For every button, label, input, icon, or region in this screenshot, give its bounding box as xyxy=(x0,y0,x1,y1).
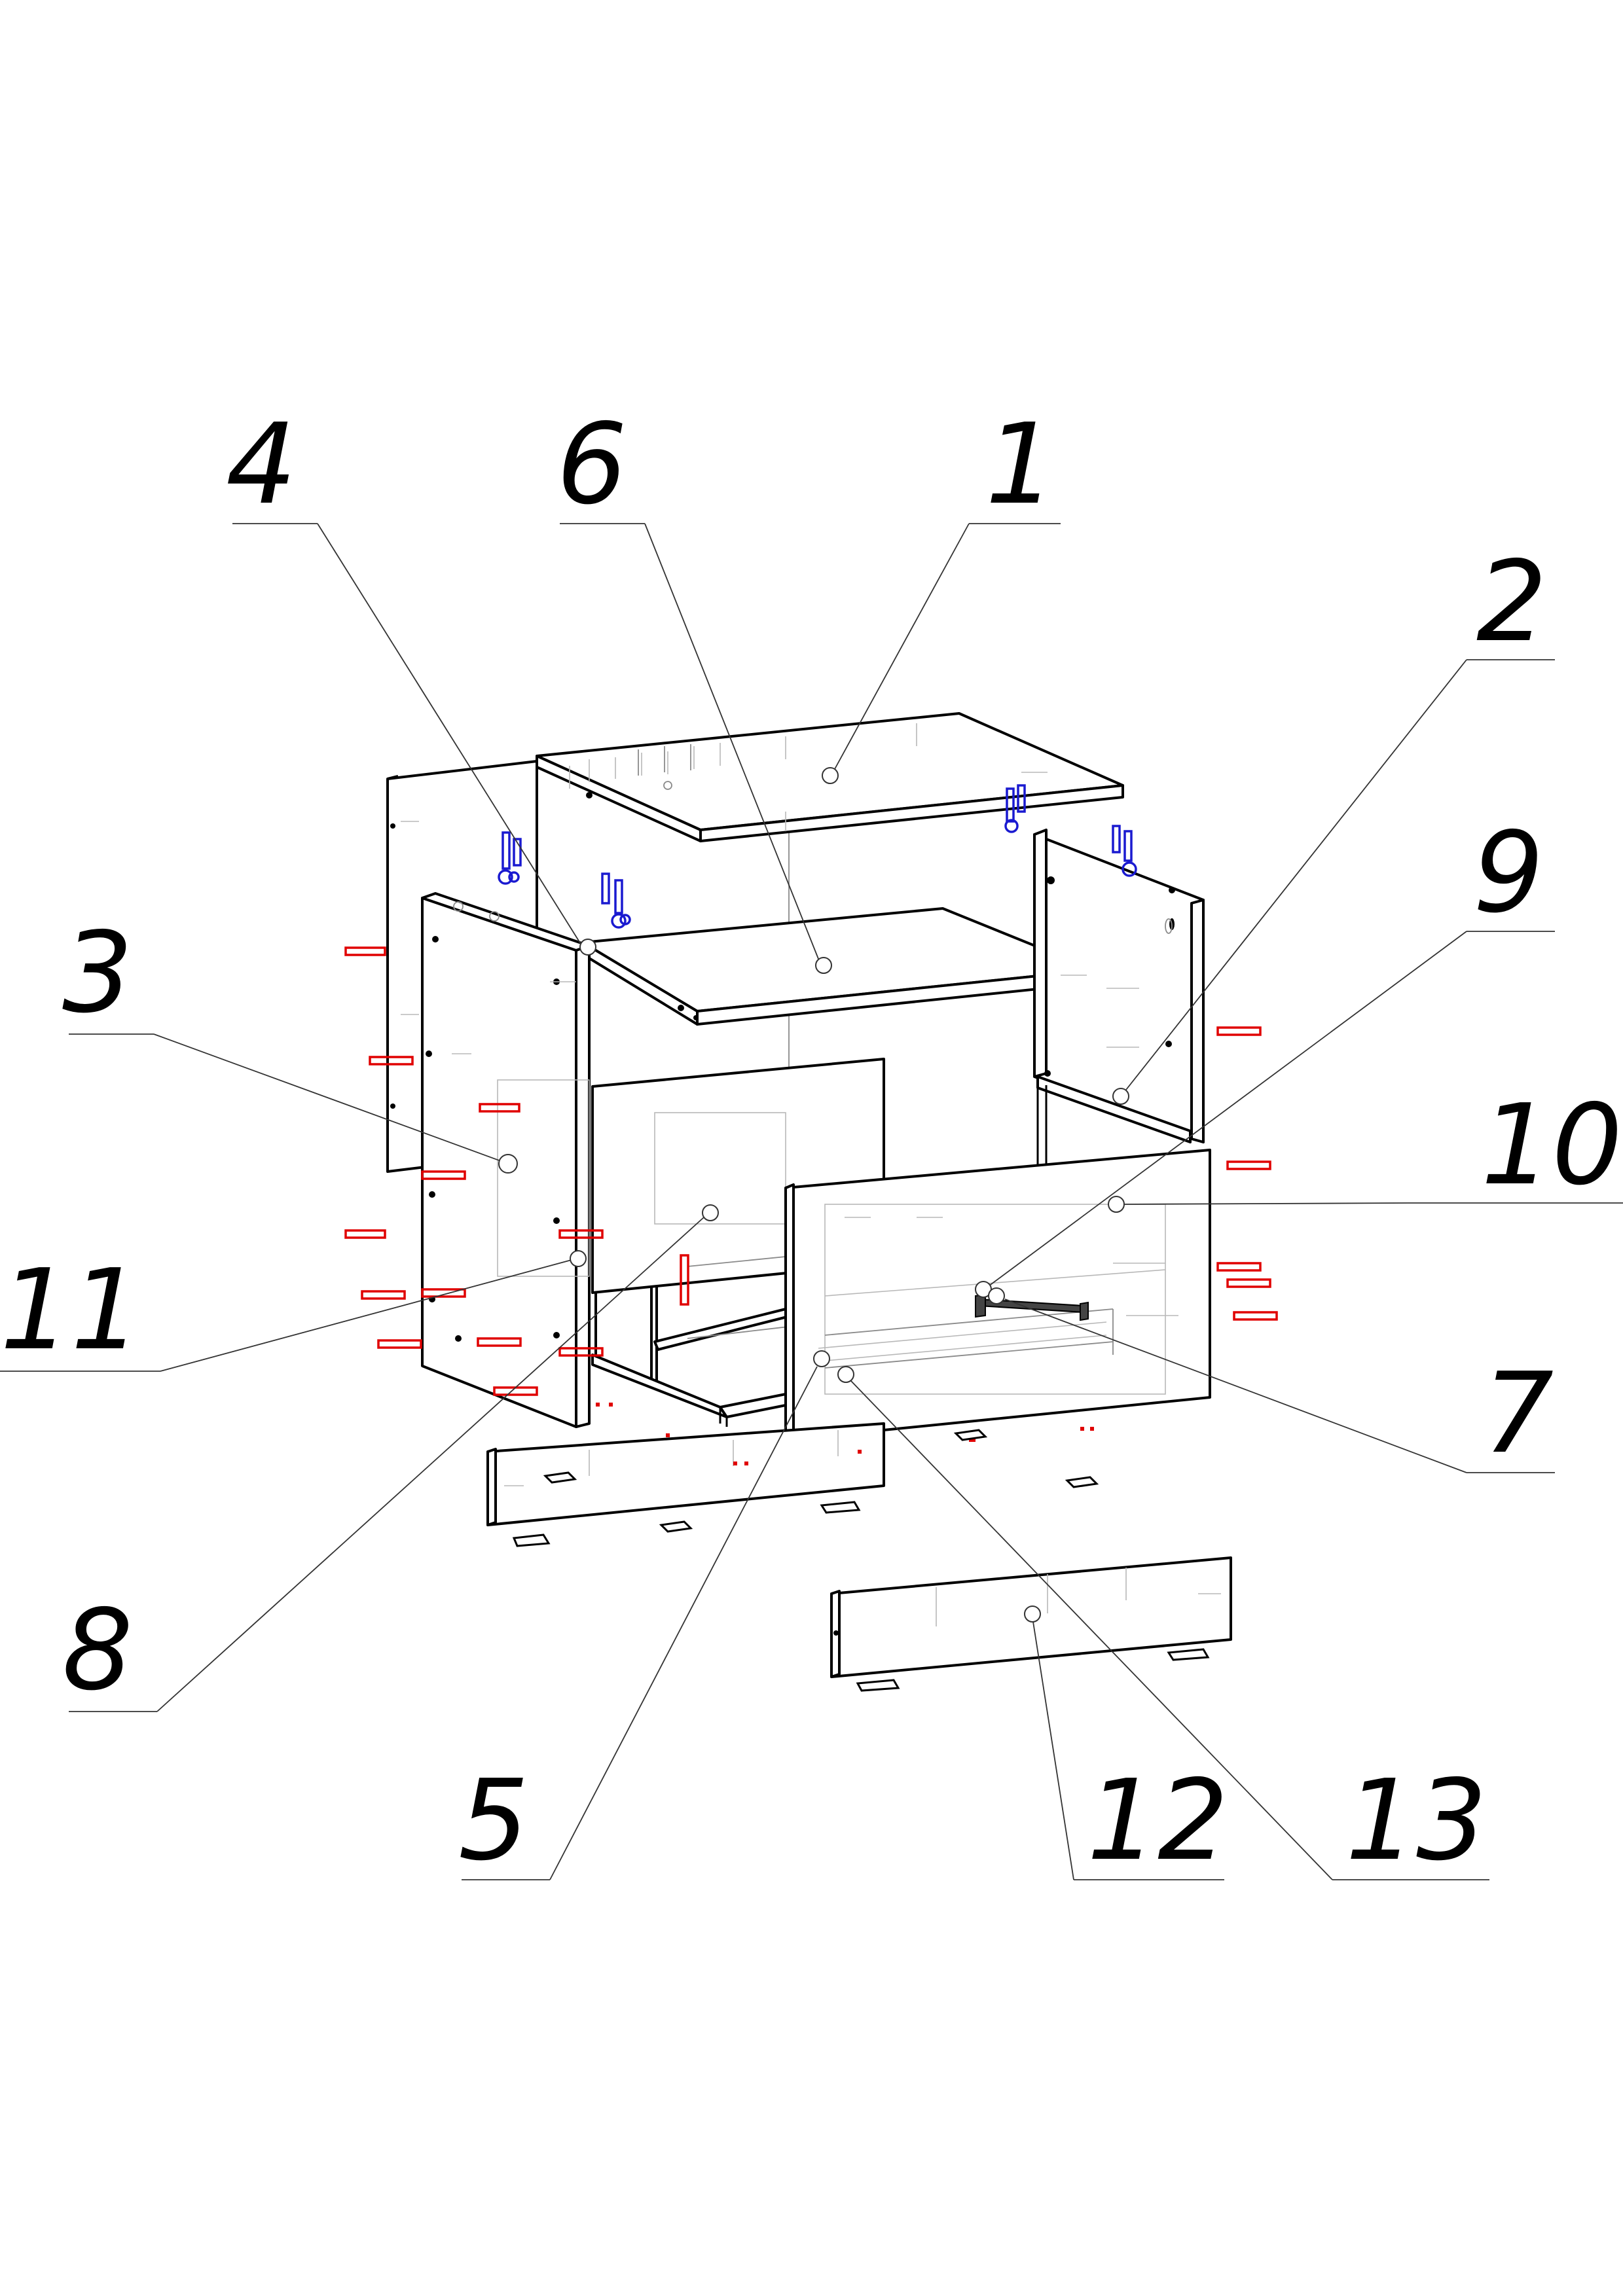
callout-label-6: 6 xyxy=(556,400,627,529)
callout-label-13: 13 xyxy=(1345,1756,1487,1886)
callout-label-7: 7 xyxy=(1483,1349,1554,1479)
callout-8-leader xyxy=(69,1204,719,1712)
callout-label-4: 4 xyxy=(226,400,297,529)
callout-label-11: 11 xyxy=(0,1246,141,1375)
callout-label-9: 9 xyxy=(1473,808,1544,938)
callout-1-leader xyxy=(822,523,1061,784)
callout-label-12: 12 xyxy=(1087,1756,1228,1886)
right-side-panel xyxy=(1033,829,1205,1143)
callout-13-leader xyxy=(837,1366,1489,1880)
shelf-panel xyxy=(581,907,1096,1026)
drawer-handle xyxy=(975,1293,1089,1321)
dowel-pin-group xyxy=(344,946,1278,1465)
cam-fitting-group xyxy=(498,784,1137,929)
callout-3-leader xyxy=(69,1033,518,1174)
plinth-foot-group xyxy=(512,1429,1210,1692)
drawer-bottom-frame xyxy=(591,1246,884,1427)
callout-2-leader xyxy=(1112,659,1555,1105)
plinth-front-panel xyxy=(486,1422,885,1526)
callout-7-leader xyxy=(1004,1299,1555,1473)
callout-5-leader xyxy=(462,1350,830,1880)
callout-label-5: 5 xyxy=(458,1756,529,1886)
callout-4-leader xyxy=(232,523,596,956)
callout-11-leader xyxy=(0,1250,587,1372)
callout-label-8: 8 xyxy=(62,1586,133,1715)
callout-label-3: 3 xyxy=(62,908,133,1038)
callout-label-10: 10 xyxy=(1481,1081,1622,1210)
callout-label-1: 1 xyxy=(985,400,1056,529)
callout-10-leader xyxy=(1108,1196,1623,1213)
callout-12-leader xyxy=(1024,1605,1224,1880)
callout-6-leader xyxy=(560,523,832,974)
callout-9-leader xyxy=(975,931,1555,1304)
callout-label-2: 2 xyxy=(1476,537,1547,667)
